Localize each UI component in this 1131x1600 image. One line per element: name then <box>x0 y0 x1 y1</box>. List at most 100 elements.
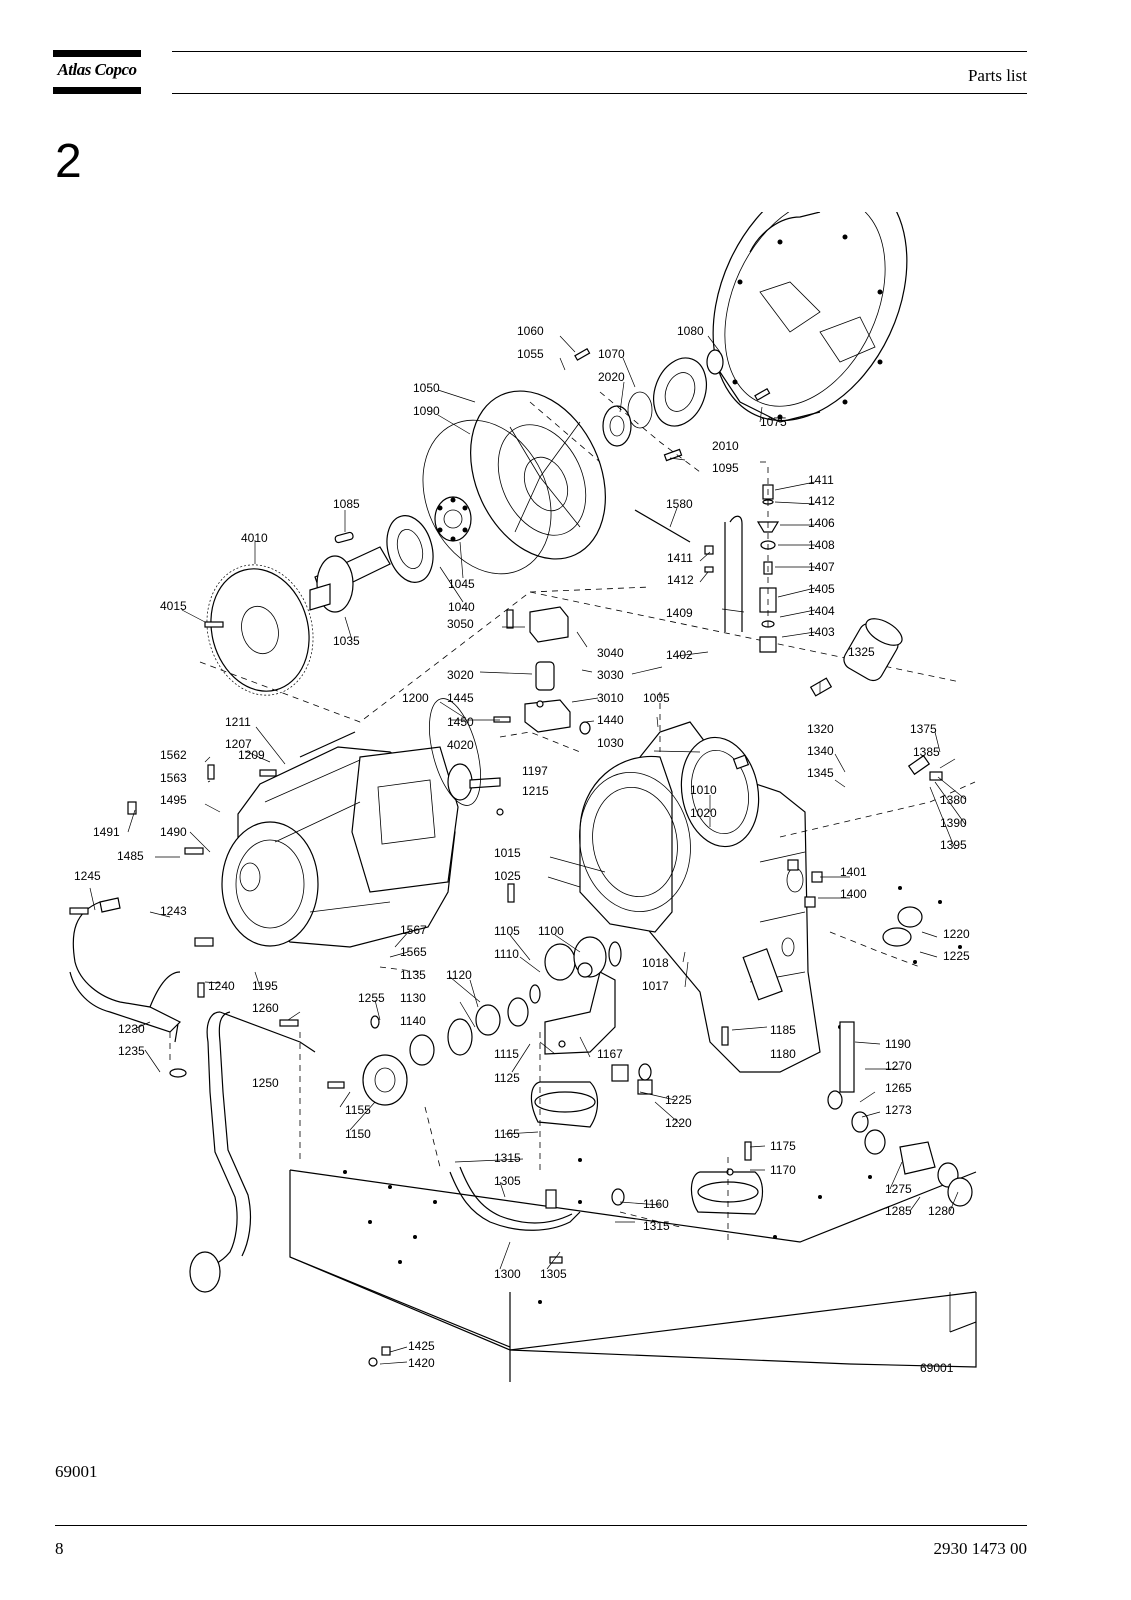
callout: 1245 <box>74 869 101 883</box>
callout: 1563 <box>160 771 187 785</box>
callout: 1140 <box>400 1014 426 1028</box>
callout: 1207 <box>225 737 252 751</box>
callout: 1220 <box>943 927 970 941</box>
callout: 1209 <box>238 748 265 762</box>
callout: 1070 <box>598 347 625 361</box>
callout: 1403 <box>808 625 835 639</box>
bell-housing <box>712 212 908 423</box>
callout: 3010 <box>597 691 624 705</box>
callout: 1491 <box>93 825 120 839</box>
callout: 3050 <box>447 617 474 631</box>
callout: 1017 <box>642 979 669 993</box>
callout: 2020 <box>598 370 625 384</box>
callout: 1495 <box>160 793 187 807</box>
callout: 1440 <box>597 713 624 727</box>
callout: 1130 <box>400 991 426 1005</box>
callout: 1402 <box>666 648 693 662</box>
callout: 1315 <box>643 1219 670 1233</box>
logo-text: Atlas Copco <box>57 60 137 79</box>
callout: 1100 <box>538 924 564 938</box>
callout: 1409 <box>666 606 693 620</box>
callout: 4020 <box>447 738 474 752</box>
callout: 1211 <box>225 715 251 729</box>
callout: 1120 <box>446 968 472 982</box>
callout: 2010 <box>712 439 739 453</box>
callout: 1220 <box>665 1116 692 1130</box>
compressor-element <box>221 731 459 948</box>
callout: 1225 <box>943 949 970 963</box>
callout: 1170 <box>770 1163 796 1177</box>
document-number: 2930 1473 00 <box>933 1539 1028 1558</box>
callout: 3040 <box>597 646 624 660</box>
callout: 1035 <box>333 634 360 648</box>
page-number: 8 <box>55 1539 64 1558</box>
callout: 1240 <box>208 979 235 993</box>
callout: 1280 <box>928 1204 955 1218</box>
exploded-parts-drawing: 1060 1055 1070 1080 2020 1050 1090 2010 … <box>69 212 977 1382</box>
callout: 1095 <box>712 461 739 475</box>
callout: 1018 <box>642 956 669 970</box>
callout: 1275 <box>885 1182 912 1196</box>
callout: 1015 <box>494 846 521 860</box>
callout: 1325 <box>848 645 875 659</box>
callout: 1565 <box>400 945 427 959</box>
callout: 1270 <box>885 1059 912 1073</box>
callout: 1235 <box>118 1044 145 1058</box>
callout: 1025 <box>494 869 521 883</box>
callout: 1175 <box>770 1139 796 1153</box>
callout: 1105 <box>494 924 520 938</box>
callout: 1085 <box>333 497 360 511</box>
callout: 1567 <box>400 923 427 937</box>
callout: 1401 <box>840 865 867 879</box>
callout: 1404 <box>808 604 835 618</box>
callout: 1406 <box>808 516 835 530</box>
callout: 1165 <box>494 1127 520 1141</box>
callout: 1390 <box>940 816 967 830</box>
callout: 1260 <box>252 1001 279 1015</box>
callout: 1215 <box>522 784 549 798</box>
callout: 1400 <box>840 887 867 901</box>
callout: 1385 <box>913 745 940 759</box>
callout: 1060 <box>517 324 544 338</box>
callout: 1055 <box>517 347 544 361</box>
drawing-ref: 69001 <box>920 1361 954 1375</box>
callout: 1255 <box>358 991 385 1005</box>
callout: 1445 <box>447 691 474 705</box>
callout: 1080 <box>677 324 704 338</box>
callout: 1411 <box>667 551 693 565</box>
callout: 1300 <box>494 1267 521 1281</box>
callout: 1450 <box>447 715 474 729</box>
callout: 1010 <box>690 783 717 797</box>
callout: 1160 <box>643 1197 669 1211</box>
callout: 1580 <box>666 497 693 511</box>
part-callouts: 1060 1055 1070 1080 2020 1050 1090 2010 … <box>74 324 970 1375</box>
callout: 1320 <box>807 722 834 736</box>
header-rule-bottom <box>172 93 1027 94</box>
header-rule-top <box>172 51 1027 52</box>
callout: 4010 <box>241 531 268 545</box>
gear-wheel <box>206 564 314 696</box>
callout: 1045 <box>448 577 475 591</box>
callout: 1090 <box>413 404 440 418</box>
callout: 1273 <box>885 1103 912 1117</box>
callout: 1197 <box>522 764 548 778</box>
callout: 1405 <box>808 582 835 596</box>
atlas-copco-logo: Atlas Copco <box>53 50 141 94</box>
header-title: Parts list <box>967 66 1027 85</box>
callout: 1040 <box>448 600 475 614</box>
callout: 1340 <box>807 744 834 758</box>
section-number: 2 <box>55 135 82 188</box>
callout: 1485 <box>117 849 144 863</box>
callout: 1150 <box>345 1127 371 1141</box>
callout: 1305 <box>540 1267 567 1281</box>
callout: 1315 <box>494 1151 521 1165</box>
callout: 1345 <box>807 766 834 780</box>
drawing-artwork <box>69 212 977 1382</box>
logo-bar-top <box>53 50 141 57</box>
callout: 1243 <box>160 904 187 918</box>
callout: 1375 <box>910 722 937 736</box>
callout: 1562 <box>160 748 187 762</box>
callout: 1115 <box>494 1047 519 1061</box>
callout: 1420 <box>408 1356 435 1370</box>
callout: 1225 <box>665 1093 692 1107</box>
